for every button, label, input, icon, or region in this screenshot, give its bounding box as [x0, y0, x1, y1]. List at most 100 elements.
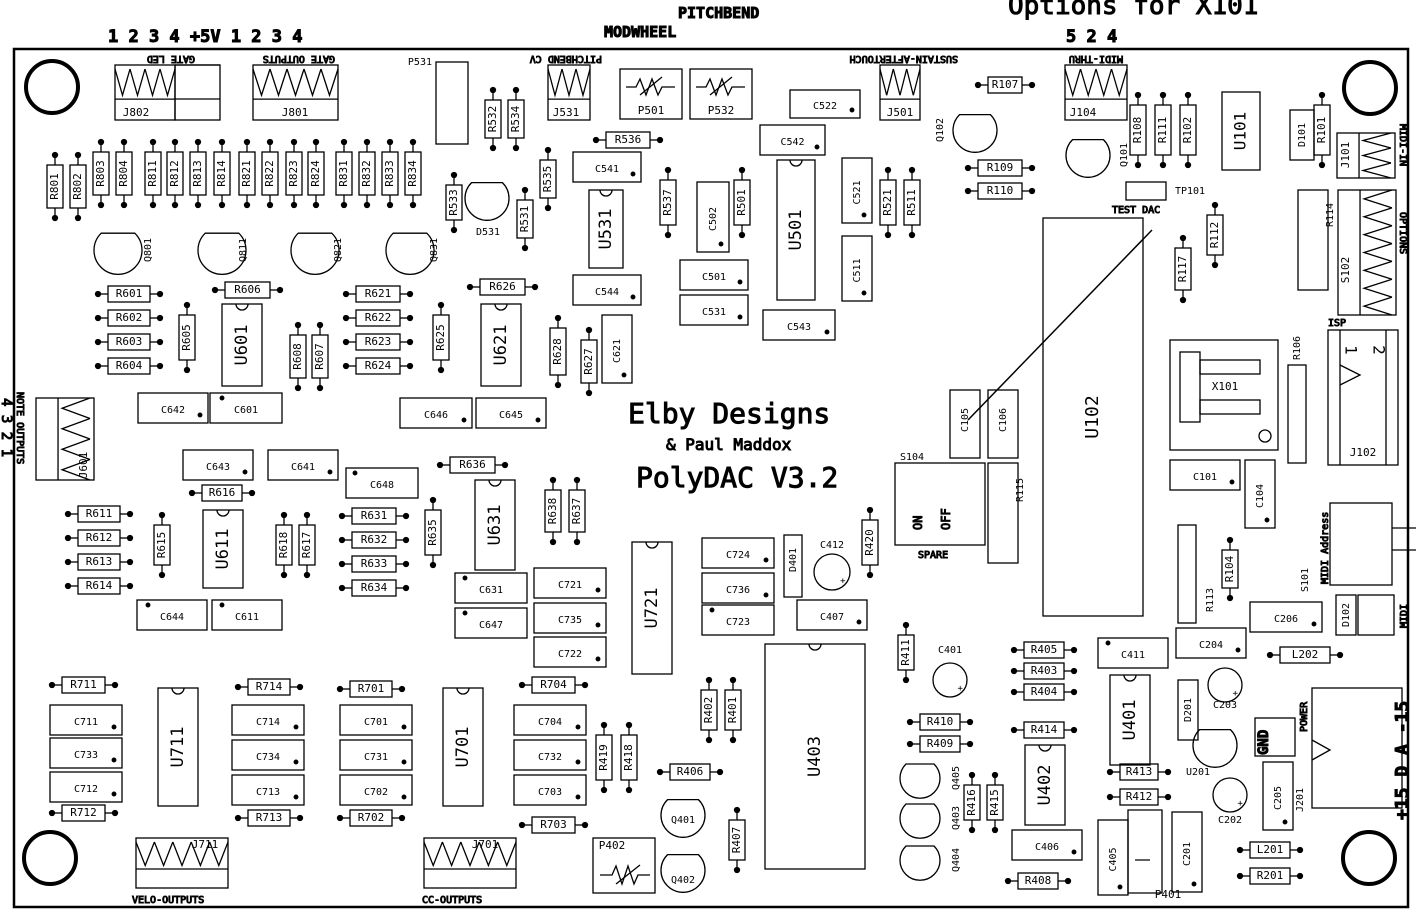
silkscreen-line [521, 186, 529, 194]
silkscreen-line [183, 301, 191, 309]
r112-resistor: R112 [1206, 201, 1224, 269]
silkscreen-line [1360, 162, 1392, 179]
silkscreen-line [884, 166, 892, 174]
r801-label: R801 [48, 173, 61, 200]
u611-label: U611 [213, 529, 233, 570]
silkscreen-line [243, 138, 251, 146]
q403-label: Q403 [951, 806, 962, 830]
sustain-aftertouch-label: SUSTAIN-AFTERTOUCH [850, 53, 958, 64]
r411-resistor: R411 [897, 621, 915, 684]
silkscreen-line [763, 592, 769, 598]
silkscreen-line [991, 771, 999, 779]
silkscreen-line [441, 841, 462, 868]
silkscreen-line [630, 294, 636, 300]
silkscreen-line [1361, 242, 1393, 263]
r704-resistor: R704 [518, 676, 589, 694]
r408-resistor: R408 [1004, 872, 1072, 890]
c702-label: C702 [364, 787, 388, 798]
silkscreen-line [1199, 399, 1261, 415]
silkscreen-line [763, 557, 769, 563]
c722-label: C722 [558, 649, 582, 660]
r404-label: R404 [1031, 685, 1058, 698]
silkscreen-line [342, 362, 350, 370]
r416-label: R416 [965, 789, 978, 816]
silkscreen-line [252, 68, 271, 98]
silkscreen-line [48, 809, 56, 817]
c501-label: C501 [702, 272, 726, 283]
silkscreen-line [267, 449, 339, 481]
c543-capacitor: C543 [762, 309, 836, 341]
silkscreen-line [342, 314, 350, 322]
p501-label: P501 [638, 104, 665, 117]
silkscreen-line [351, 555, 397, 573]
r415-resistor: R415 [986, 771, 1004, 834]
d401-part: D401 [783, 534, 803, 598]
company-name: Elby Designs [628, 397, 830, 430]
silkscreen-line [592, 837, 656, 894]
c412-electrolytic: +C412 [813, 540, 851, 591]
r811-label: R811 [146, 160, 159, 187]
silkscreen-line [1159, 91, 1167, 99]
r601-label: R601 [116, 287, 143, 300]
silkscreen-line [285, 151, 303, 196]
silkscreen-line [696, 181, 730, 253]
silkscreen-line [454, 572, 528, 604]
silkscreen-line [1106, 793, 1114, 801]
silkscreen-line [1249, 601, 1323, 633]
silkscreen-line [575, 794, 581, 800]
silkscreen-line [97, 201, 105, 209]
silkscreen-line [1318, 161, 1326, 169]
c721-label: C721 [558, 580, 582, 591]
p531-part: P531 [408, 57, 469, 145]
u711-label: U711 [168, 727, 188, 768]
c407-capacitor: C407 [796, 599, 868, 631]
j711-label: J711 [192, 838, 219, 851]
r628-label: R628 [551, 338, 564, 365]
silkscreen-line [120, 138, 128, 146]
c202-label: C202 [1218, 815, 1242, 826]
silkscreen-line [1311, 687, 1403, 809]
c645-label: C645 [499, 410, 523, 421]
silkscreen-line [437, 301, 445, 309]
x101-label: X101 [1212, 380, 1239, 393]
silkscreen-line [573, 476, 581, 484]
c105-part: C105 [949, 389, 981, 459]
r633-label: R633 [361, 557, 388, 570]
silkscreen-line [231, 739, 305, 771]
q101-label: Q101 [1119, 143, 1130, 167]
silkscreen-line [171, 201, 179, 209]
r409-label: R409 [927, 737, 954, 750]
r814-label: R814 [215, 160, 228, 187]
silkscreen-line [919, 713, 961, 731]
r117-resistor: R117 [1174, 234, 1192, 304]
silkscreen-line [1064, 64, 1128, 121]
silkscreen-line [107, 309, 151, 327]
u701-label: U701 [453, 727, 473, 768]
silkscreen-line [442, 687, 484, 807]
silkscreen-line [1311, 739, 1332, 761]
r403-resistor: R403 [1010, 662, 1078, 680]
silkscreen-line [194, 138, 202, 146]
silkscreen-line [561, 68, 577, 98]
c541-capacitor: C541 [572, 151, 642, 183]
silkscreen-line [64, 558, 72, 566]
u701-chip: U701 [442, 687, 484, 807]
silkscreen-line [1211, 261, 1219, 269]
silkscreen-line [1199, 359, 1261, 375]
silkscreen-line [1179, 104, 1197, 156]
silkscreen-line [1177, 524, 1197, 624]
r418-resistor: R418 [620, 721, 638, 794]
silkscreen-line [1125, 181, 1167, 201]
q831-transistor: Q831 [385, 232, 440, 275]
silkscreen-line [600, 863, 650, 887]
r112-label: R112 [1208, 222, 1221, 249]
c531-label: C531 [702, 307, 726, 318]
silkscreen-line [544, 146, 552, 154]
silkscreen-line [399, 397, 473, 429]
silkscreen-line [135, 841, 156, 868]
silkscreen-line [595, 734, 613, 781]
silkscreen-line [535, 417, 541, 423]
silkscreen-line [705, 676, 713, 684]
silkscreen-line [581, 681, 589, 689]
u631-chip: U631 [474, 479, 516, 571]
